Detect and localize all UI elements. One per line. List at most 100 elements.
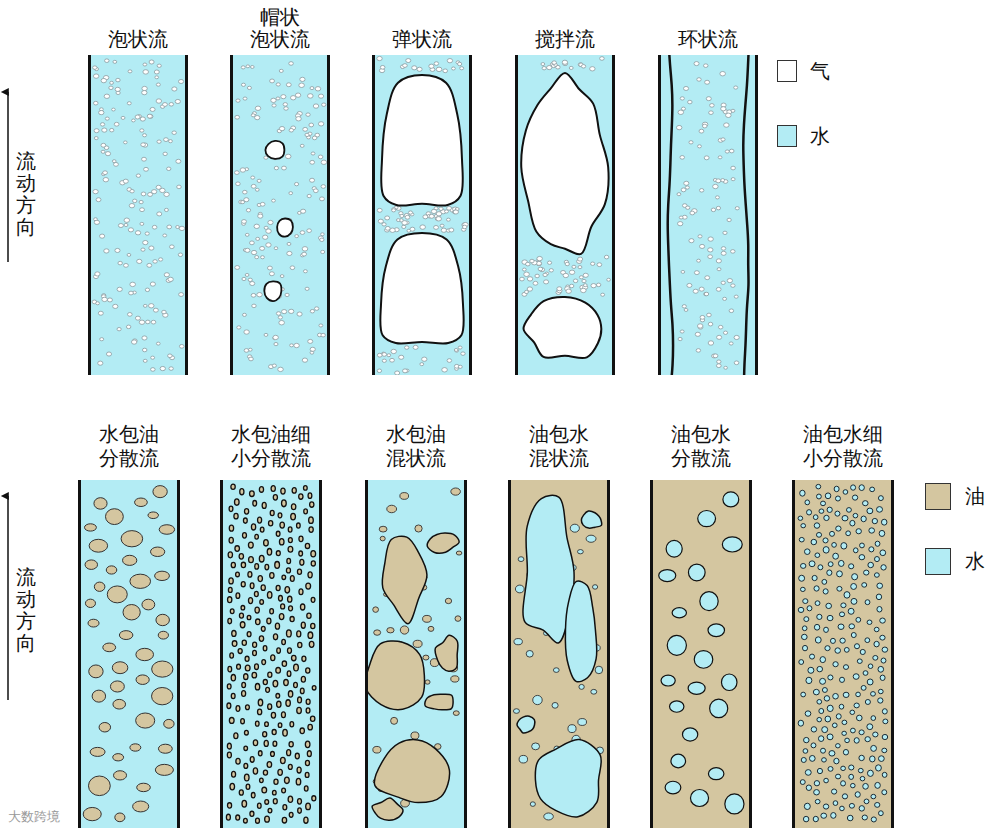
water-droplet bbox=[874, 641, 879, 647]
oil-droplet bbox=[119, 631, 132, 640]
gas-bubble bbox=[706, 97, 711, 101]
water-droplet bbox=[801, 634, 807, 639]
pipe-wall bbox=[650, 480, 653, 828]
oil-droplet bbox=[258, 576, 262, 582]
oil-droplet bbox=[271, 712, 275, 718]
oil-droplet bbox=[275, 561, 280, 568]
oil-droplet bbox=[245, 656, 249, 661]
oil-droplet bbox=[284, 777, 289, 783]
gas-bubble bbox=[390, 358, 395, 362]
water-droplet bbox=[876, 594, 881, 600]
oil-droplet bbox=[235, 499, 240, 505]
gas-bubble bbox=[141, 192, 146, 196]
water-droplet bbox=[844, 647, 849, 652]
gas-bubble bbox=[159, 258, 163, 261]
gas-bubble bbox=[96, 198, 101, 202]
oil-droplet bbox=[259, 636, 263, 642]
water-droplet bbox=[834, 758, 839, 764]
oil-droplet bbox=[255, 683, 259, 689]
gas-bubble bbox=[721, 247, 725, 251]
gas-bubble bbox=[250, 281, 255, 285]
water-droplet bbox=[830, 638, 835, 643]
gas-bubble bbox=[245, 233, 249, 236]
gas-bubble bbox=[100, 123, 104, 126]
gas-bubble bbox=[544, 280, 549, 284]
gas-bubble bbox=[458, 62, 462, 65]
oil-droplet bbox=[273, 634, 277, 640]
legend-swatch bbox=[925, 483, 951, 510]
gas-bubble bbox=[708, 322, 713, 326]
gas-bubble bbox=[314, 307, 318, 310]
water-droplet bbox=[835, 648, 841, 653]
water-droplet bbox=[830, 531, 835, 536]
gas-bubble bbox=[154, 70, 159, 74]
cap-bubble bbox=[277, 218, 293, 236]
water-droplet bbox=[874, 627, 879, 631]
gas-bubble bbox=[390, 228, 395, 232]
gas-bubble bbox=[604, 255, 608, 259]
pipe-wall bbox=[88, 55, 91, 375]
water-droplet bbox=[877, 607, 882, 613]
gas-bubble bbox=[256, 237, 260, 240]
water-droplet bbox=[871, 745, 877, 751]
oil-droplet bbox=[456, 551, 462, 555]
water-droplet bbox=[842, 515, 848, 520]
water-droplet bbox=[822, 758, 827, 762]
gas-bubble bbox=[380, 65, 385, 69]
gas-bubble bbox=[458, 346, 462, 349]
oil-droplet bbox=[135, 498, 148, 506]
oil-droplet bbox=[297, 631, 301, 637]
water-droplet bbox=[708, 624, 724, 637]
gas-bubble bbox=[537, 256, 542, 260]
gas-bubble bbox=[680, 156, 685, 160]
gas-bubble bbox=[135, 115, 140, 119]
oil-droplet bbox=[310, 502, 314, 507]
oil-droplet bbox=[241, 582, 245, 587]
gas-bubble bbox=[573, 279, 578, 283]
water-droplet bbox=[814, 790, 820, 795]
cap-bubble bbox=[265, 141, 284, 159]
gas-bubble bbox=[299, 83, 305, 87]
water-droplet bbox=[802, 626, 807, 631]
gas-bubble bbox=[313, 189, 318, 193]
oil-droplet bbox=[413, 640, 422, 647]
oil-droplet bbox=[310, 716, 314, 721]
oil-droplet bbox=[153, 486, 167, 498]
water-droplet bbox=[867, 724, 873, 730]
gas-bubble bbox=[99, 110, 104, 114]
gas-bubble bbox=[681, 188, 686, 192]
pipe-drawing bbox=[372, 55, 472, 375]
water-droplet bbox=[870, 487, 875, 492]
water-droplet bbox=[814, 523, 819, 529]
gas-bubble bbox=[527, 287, 532, 291]
gas-bubble bbox=[711, 208, 715, 212]
oil-droplet bbox=[85, 599, 95, 607]
oil-droplet bbox=[268, 808, 272, 813]
gas-bubble bbox=[170, 245, 175, 249]
gas-bubble bbox=[378, 219, 383, 223]
water-droplet bbox=[530, 802, 535, 807]
gas-bubble bbox=[569, 284, 573, 288]
oil-droplet bbox=[298, 799, 302, 804]
pipe-panel: 油包水 分散流 bbox=[650, 480, 752, 828]
gas-bubble bbox=[294, 182, 298, 185]
gas-bubble bbox=[147, 114, 152, 118]
oil-droplet bbox=[311, 551, 316, 557]
gas-bubble bbox=[320, 197, 325, 201]
oil-droplet bbox=[279, 596, 283, 601]
oil-droplet bbox=[142, 599, 155, 610]
oil-droplet bbox=[244, 774, 249, 781]
water-droplet bbox=[867, 679, 873, 685]
gas-bubble bbox=[709, 111, 714, 115]
water-droplet bbox=[828, 767, 833, 772]
water-droplet bbox=[836, 714, 841, 719]
water-droplet bbox=[666, 540, 682, 557]
water-droplet bbox=[824, 696, 829, 701]
water-droplet bbox=[825, 646, 830, 651]
oil-droplet bbox=[311, 597, 315, 602]
gas-bubble bbox=[385, 216, 390, 220]
gas-bubble bbox=[734, 335, 739, 339]
oil-droplet bbox=[244, 674, 248, 680]
gas-bubble bbox=[140, 129, 144, 132]
gas-bubble bbox=[399, 355, 404, 359]
